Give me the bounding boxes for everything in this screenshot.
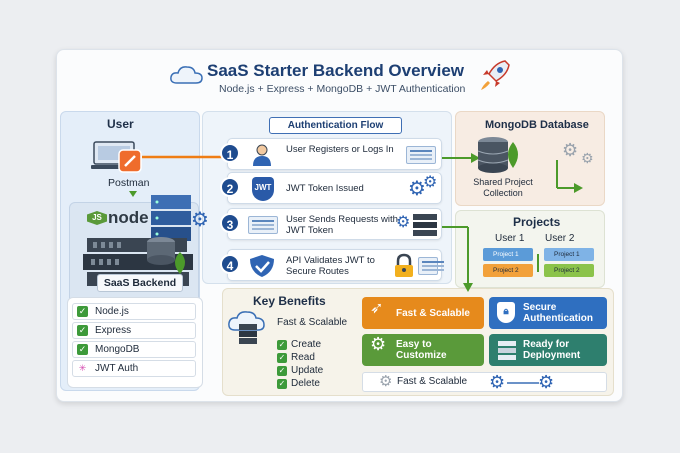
check-icon: ✓ <box>77 344 88 355</box>
backend-label: SaaS Backend <box>97 274 183 292</box>
request-doc-icon <box>248 216 278 234</box>
crud-item: ✓Delete <box>277 378 320 389</box>
project-item: Project 2 <box>544 264 594 277</box>
check-icon: ✓ <box>77 325 88 336</box>
server-icon <box>413 214 437 236</box>
gear-icon: ⚙ <box>489 372 506 392</box>
crud-item: ✓Update <box>277 365 324 376</box>
auth-step-2: 2 JWT JWT Token Issued ⚙ ⚙ <box>220 172 442 204</box>
laptop-icon <box>91 141 142 173</box>
form-icon <box>406 146 436 164</box>
sparkle-icon: ✳ <box>78 363 87 373</box>
shield-icon: 🔒︎ <box>497 302 515 323</box>
check-icon: ✓ <box>277 366 287 376</box>
user1-label: User 1 <box>495 233 525 244</box>
benefits-heading: Key Benefits <box>253 294 326 308</box>
node-badge-icon: JS <box>87 211 107 225</box>
page-title: SaaS Starter Backend Overview <box>207 61 465 80</box>
step-text: JWT Token Issued <box>286 183 364 194</box>
server-icon <box>498 341 516 360</box>
step-number: 2 <box>220 177 240 197</box>
connector <box>537 254 539 272</box>
step-number: 4 <box>220 254 240 274</box>
step-text: User Registers or Logs In <box>286 144 394 155</box>
check-icon: ✓ <box>277 340 287 350</box>
gear-icon: ⚙ <box>396 214 411 231</box>
jwt-shield-icon: JWT <box>252 177 274 201</box>
user2-label: User 2 <box>545 233 575 244</box>
flow-arrow <box>507 382 539 384</box>
check-icon: ✓ <box>277 379 287 389</box>
stack-item: ✓MongoDB <box>72 341 196 358</box>
stack-item: ✓Node.js <box>72 303 196 320</box>
step-number: 3 <box>220 213 240 233</box>
node-logo: node <box>108 208 149 227</box>
check-icon: ✓ <box>77 306 88 317</box>
stack-item: ✓Express <box>72 322 196 339</box>
cloud-icon <box>170 66 203 84</box>
database-icon <box>477 137 518 173</box>
wrench-gear-icon: ⚙ <box>370 334 387 354</box>
stack-item: ✳JWT Auth <box>72 360 196 377</box>
gear-icon: ⚙ <box>423 174 438 191</box>
auth-step-4: 4 API Validates JWT to Secure Routes <box>220 249 444 281</box>
gear-icon: ⚙ <box>379 373 393 390</box>
postman-label: Postman <box>108 177 150 189</box>
gear-icon: ⚙ <box>581 150 594 166</box>
auth-step-3: 3 User Sends Requests with JWT Token ⚙ <box>220 208 442 240</box>
down-arrow <box>129 191 137 197</box>
doc-icon <box>418 257 444 275</box>
auth-flow-heading: Authentication Flow <box>269 117 402 134</box>
footer-label: Fast & Scalable <box>397 376 468 387</box>
gear-icon: ⚙ <box>538 372 555 392</box>
page-subtitle: Node.js + Express + MongoDB + JWT Authen… <box>219 83 466 95</box>
scalable-label: Fast & Scalable <box>277 317 348 328</box>
cloud-server-icon <box>228 311 265 344</box>
db-flow-arrow <box>556 160 583 193</box>
database-heading: MongoDB Database <box>485 119 589 131</box>
gear-icon: ⚙ <box>562 140 579 160</box>
database-label: Shared Project Collection <box>473 177 533 198</box>
auth-step-1: 1 User Registers or Logs In <box>220 138 442 170</box>
project-item: Project 1 <box>544 248 594 261</box>
lock-icon <box>395 253 413 277</box>
crud-item: ✓Read <box>277 352 315 363</box>
projects-heading: Projects <box>513 215 561 229</box>
gear-icon: ⚙ <box>191 209 209 231</box>
gear-icon: ⚙ <box>408 178 426 200</box>
rocket-icon <box>481 60 510 90</box>
footer-bar <box>362 372 607 392</box>
benefit-card: Ready for Deployment <box>489 334 607 366</box>
project-item: Project 1 <box>483 248 533 261</box>
benefit-card: 🔒︎ Secure Authentication <box>489 297 607 329</box>
step-text: User Sends Requests with JWT Token <box>286 214 398 236</box>
step-text: API Validates JWT to Secure Routes <box>286 255 375 277</box>
shield-check-icon <box>250 255 274 277</box>
project-item: Project 2 <box>483 264 533 277</box>
benefit-card: ⚙ Easy to Customize <box>362 334 484 366</box>
benefit-card: ➶ Fast & Scalable <box>362 297 484 329</box>
check-icon: ✓ <box>277 353 287 363</box>
user-icon <box>253 144 271 166</box>
step-number: 1 <box>220 143 240 163</box>
user-heading: User <box>107 117 134 131</box>
rocket-icon: ➶ <box>370 300 384 317</box>
crud-item: ✓Create <box>277 339 322 350</box>
overview-card: SaaS Starter Backend Overview Node.js + … <box>56 49 623 402</box>
